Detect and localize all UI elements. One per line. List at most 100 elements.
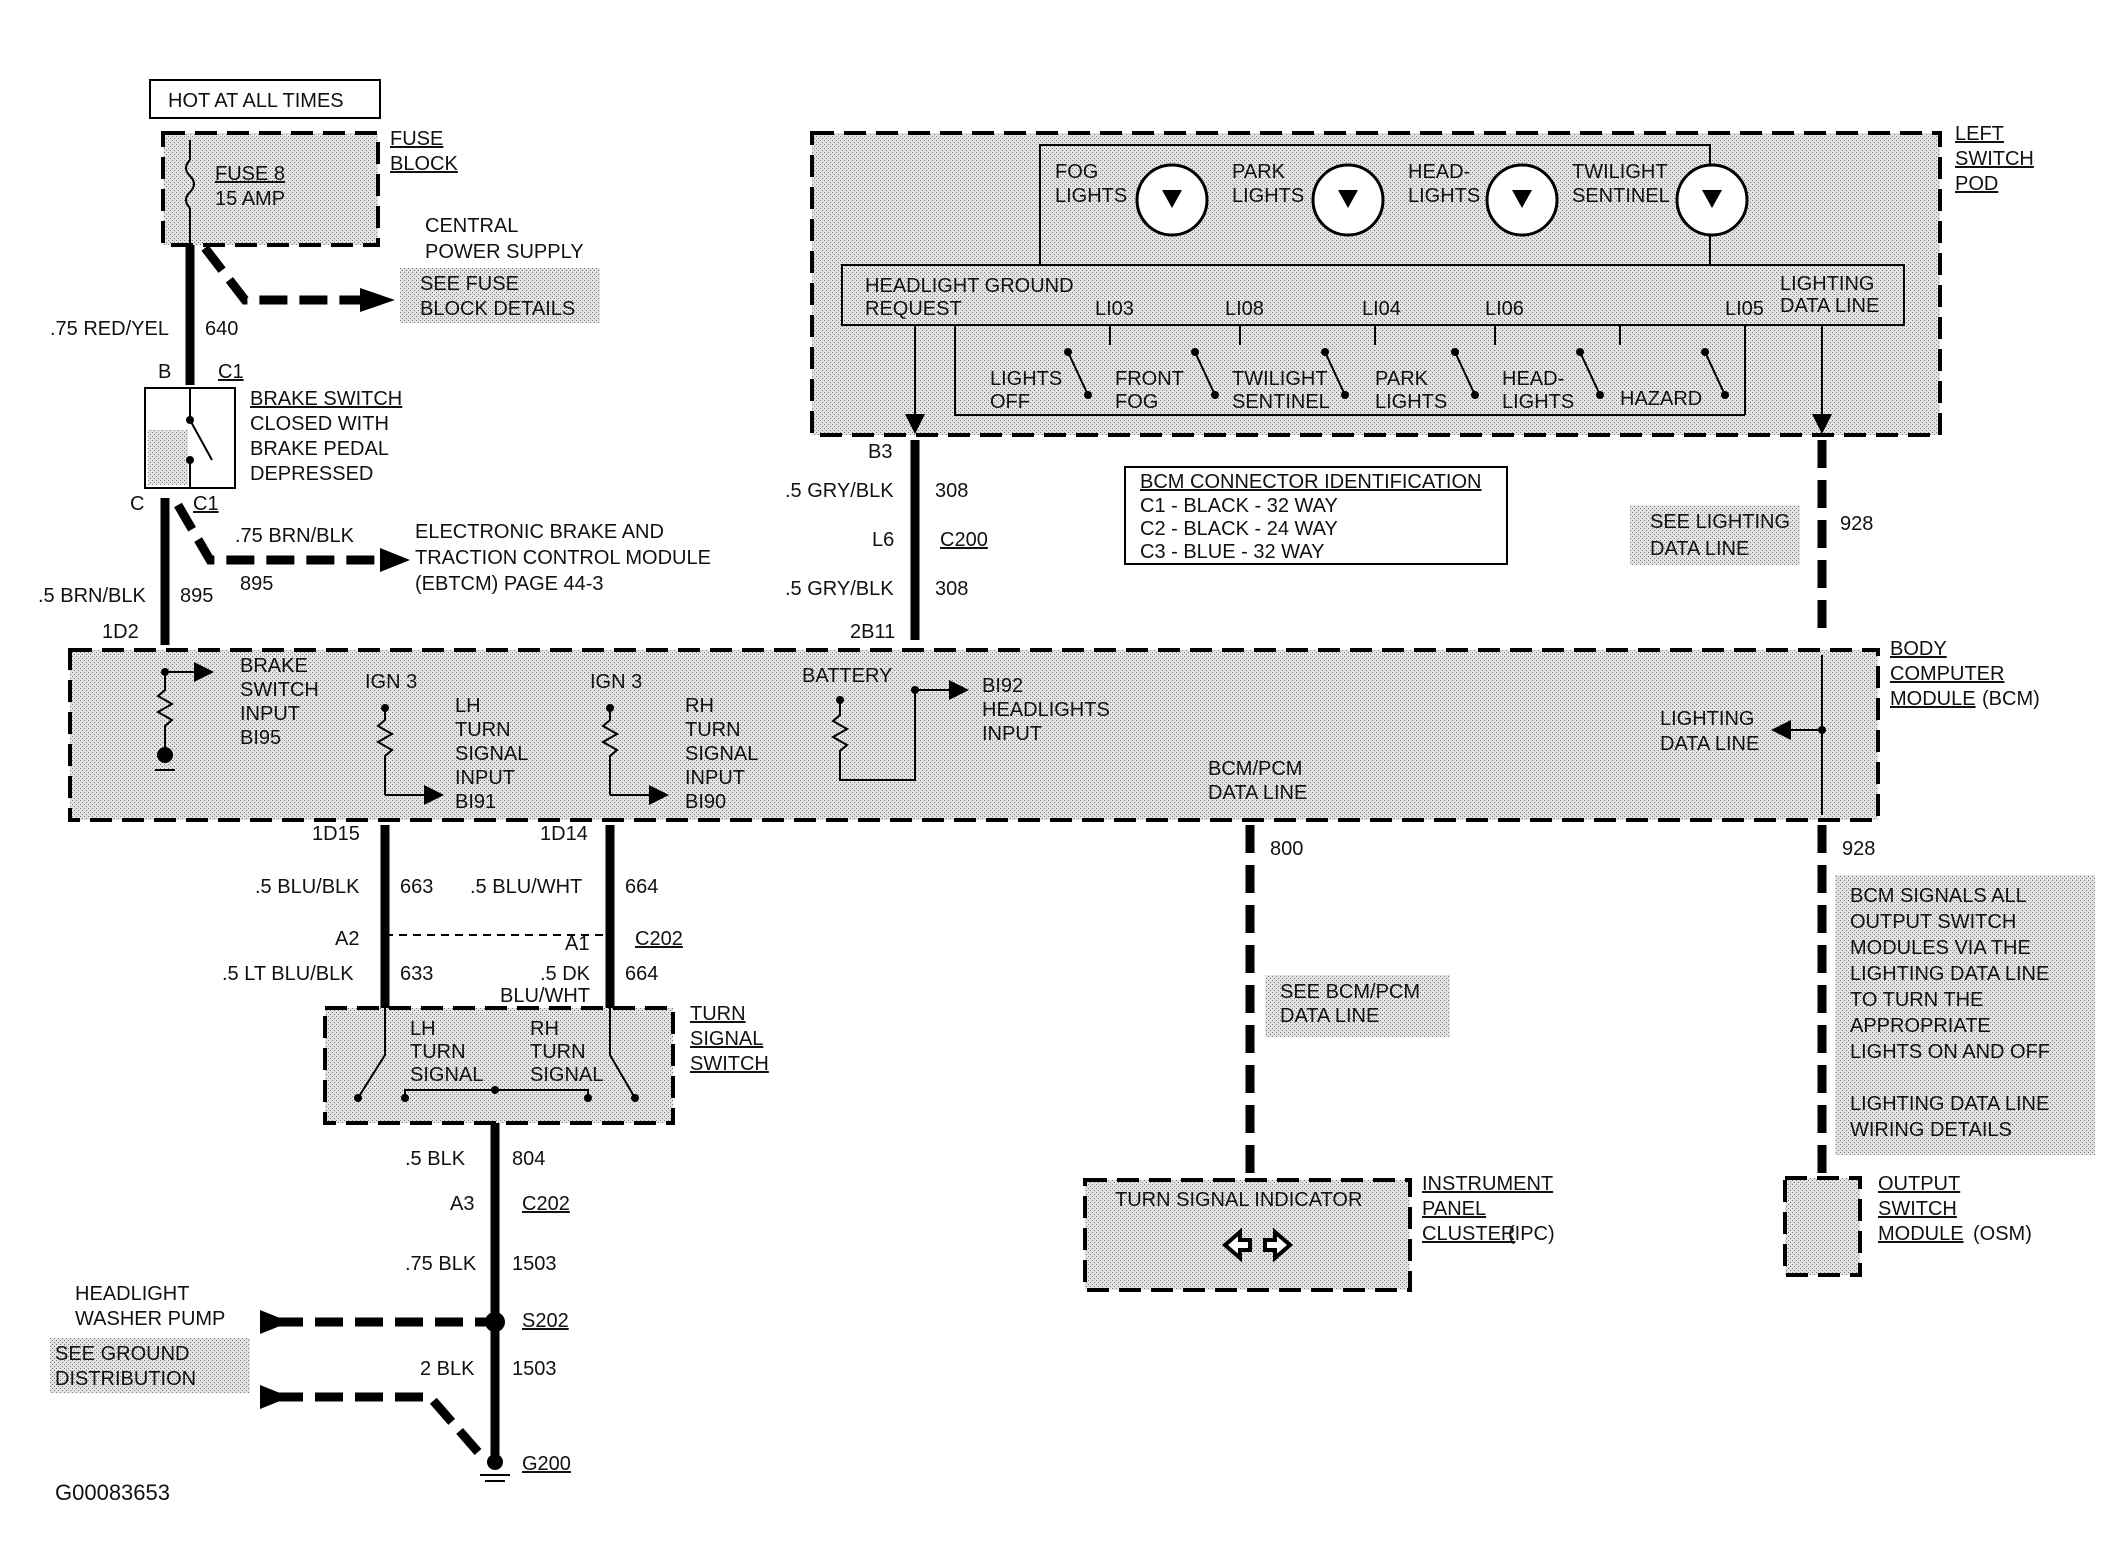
svg-text:HEADLIGHT: HEADLIGHT	[75, 1283, 189, 1305]
svg-text:.5 BLU/BLK: .5 BLU/BLK	[255, 876, 360, 898]
svg-text:DATA LINE: DATA LINE	[1650, 538, 1749, 560]
svg-text:MODULE: MODULE	[1890, 688, 1976, 710]
svg-text:LEFT: LEFT	[1955, 123, 2004, 145]
svg-text:PANEL: PANEL	[1422, 1198, 1486, 1220]
svg-text:B: B	[158, 361, 171, 383]
svg-text:804: 804	[512, 1148, 545, 1170]
headlights-lamp: HEAD- LIGHTS	[1408, 161, 1559, 237]
switch-park-lights: PARK LIGHTS	[1375, 348, 1479, 413]
brake-switch: B C1 BRAKE SWITCH CLOSED WITH BRAKE PEDA…	[130, 361, 402, 515]
svg-text:.5 DK: .5 DK	[540, 963, 591, 985]
svg-text:SWITCH: SWITCH	[240, 679, 319, 701]
switch-lights-off: LIGHTS OFF	[990, 348, 1092, 413]
svg-text:TWILIGHT: TWILIGHT	[1572, 161, 1668, 183]
svg-text:.75 RED/YEL: .75 RED/YEL	[50, 318, 169, 340]
svg-text:SIGNAL: SIGNAL	[530, 1064, 603, 1086]
svg-text:PARK: PARK	[1375, 368, 1429, 390]
svg-text:HEAD-: HEAD-	[1408, 161, 1470, 183]
svg-text:POD: POD	[1955, 173, 1998, 195]
svg-text:LI03: LI03	[1095, 298, 1134, 320]
svg-text:1D14: 1D14	[540, 823, 588, 845]
svg-text:WIRING DETAILS: WIRING DETAILS	[1850, 1119, 2012, 1141]
svg-text:OUTPUT: OUTPUT	[1878, 1173, 1960, 1195]
svg-text:LIGHTS ON AND OFF: LIGHTS ON AND OFF	[1850, 1041, 2050, 1063]
svg-text:LI06: LI06	[1485, 298, 1524, 320]
svg-text:BATTERY: BATTERY	[802, 665, 892, 687]
svg-text:BODY: BODY	[1890, 638, 1947, 660]
svg-text:G200: G200	[522, 1453, 571, 1475]
left-switch-pod: FOG LIGHTS PARK LIGHTS HEAD- LIGHTS TWIL…	[810, 123, 2034, 437]
svg-text:PARK: PARK	[1232, 161, 1286, 183]
svg-text:L6: L6	[872, 529, 894, 551]
svg-text:SIGNAL: SIGNAL	[685, 743, 758, 765]
fuse-block: FUSE 8 15 AMP FUSE BLOCK	[161, 128, 458, 247]
svg-text:C3 - BLUE - 32 WAY: C3 - BLUE - 32 WAY	[1140, 541, 1325, 563]
svg-text:DATA LINE: DATA LINE	[1208, 782, 1307, 804]
fuse-block-label: FUSE	[390, 128, 443, 150]
svg-text:C202: C202	[522, 1193, 570, 1215]
svg-text:LI05: LI05	[1725, 298, 1764, 320]
svg-text:.5 GRY/BLK: .5 GRY/BLK	[785, 480, 894, 502]
instrument-panel-cluster: TURN SIGNAL INDICATOR INSTRUMENT PANEL C…	[1083, 1173, 1555, 1292]
wire-928-lower: 928	[1817, 825, 1875, 1175]
switch-front-fog: FRONT FOG	[1115, 348, 1219, 413]
svg-text:IGN 3: IGN 3	[365, 671, 417, 693]
svg-text:2B11: 2B11	[850, 621, 895, 643]
svg-text:BI95: BI95	[240, 727, 281, 749]
fuse-number: FUSE 8	[215, 163, 285, 185]
svg-text:TURN SIGNAL INDICATOR: TURN SIGNAL INDICATOR	[1115, 1189, 1362, 1211]
body-computer-module: BRAKE SWITCH INPUT BI95 IGN 3 LH TURN SI…	[68, 638, 2040, 822]
svg-text:BRAKE SWITCH: BRAKE SWITCH	[250, 388, 402, 410]
wire-1503: .75 BLK 1503 S202 2 BLK 1503 G200	[405, 1215, 571, 1482]
svg-text:SEE LIGHTING: SEE LIGHTING	[1650, 511, 1790, 533]
svg-text:INPUT: INPUT	[982, 723, 1042, 745]
wire-664: 1D14 .5 BLU/WHT 664 A1 C202 .5 DK BLU/WH…	[470, 823, 683, 1008]
svg-text:BI91: BI91	[455, 791, 496, 813]
svg-text:LIGHTING: LIGHTING	[1660, 708, 1754, 730]
fog-lights-lamp: FOG LIGHTS	[1055, 161, 1209, 237]
svg-text:C: C	[130, 493, 144, 515]
svg-text:(EBTCM) PAGE 44-3: (EBTCM) PAGE 44-3	[415, 573, 604, 595]
wire-663: 1D15 .5 BLU/BLK 663 A2 .5 LT BLU/BLK 633	[222, 823, 433, 1008]
svg-text:SWITCH: SWITCH	[690, 1053, 769, 1075]
svg-text:A3: A3	[450, 1193, 474, 1215]
svg-text:TRACTION CONTROL MODULE: TRACTION CONTROL MODULE	[415, 547, 711, 569]
svg-text:BRAKE: BRAKE	[240, 655, 308, 677]
svg-text:TURN: TURN	[690, 1003, 746, 1025]
svg-text:664: 664	[625, 876, 658, 898]
turn-signal-switch: LH TURN SIGNAL RH TURN SIGNAL TURN SIGNA…	[323, 1003, 769, 1125]
svg-text:.5 LT BLU/BLK: .5 LT BLU/BLK	[222, 963, 354, 985]
fuse-rating: 15 AMP	[215, 188, 285, 210]
svg-text:MODULES VIA THE: MODULES VIA THE	[1850, 937, 2031, 959]
svg-text:928: 928	[1840, 513, 1873, 535]
svg-text:A1: A1	[565, 933, 589, 955]
svg-text:BCM CONNECTOR IDENTIFICATION: BCM CONNECTOR IDENTIFICATION	[1140, 471, 1481, 493]
svg-text:C202: C202	[635, 928, 683, 950]
svg-text:LIGHTING DATA LINE: LIGHTING DATA LINE	[1850, 963, 2049, 985]
svg-text:S202: S202	[522, 1310, 569, 1332]
svg-text:.5 GRY/BLK: .5 GRY/BLK	[785, 578, 894, 600]
svg-text:LIGHTS: LIGHTS	[990, 368, 1062, 390]
svg-text:INPUT: INPUT	[685, 767, 745, 789]
svg-text:.75 BLK: .75 BLK	[405, 1253, 477, 1275]
svg-text:IGN 3: IGN 3	[590, 671, 642, 693]
svg-text:BLU/WHT: BLU/WHT	[500, 985, 590, 1007]
switch-headlights: HEAD- LIGHTS	[1502, 348, 1604, 413]
svg-text:LH: LH	[455, 695, 481, 717]
park-lights-lamp: PARK LIGHTS	[1232, 161, 1385, 237]
svg-text:BCM/PCM: BCM/PCM	[1208, 758, 1302, 780]
svg-text:LH: LH	[410, 1018, 436, 1040]
svg-text:RH: RH	[685, 695, 714, 717]
svg-text:LIGHTS: LIGHTS	[1408, 185, 1480, 207]
svg-text:SEE GROUND: SEE GROUND	[55, 1343, 189, 1365]
ebtcm-branch: .75 BRN/BLK 895 ELECTRONIC BRAKE AND TRA…	[174, 502, 711, 595]
svg-text:928: 928	[1842, 838, 1875, 860]
svg-text:TURN: TURN	[685, 719, 741, 741]
svg-text:SIGNAL: SIGNAL	[455, 743, 528, 765]
svg-text:LIGHTS: LIGHTS	[1232, 185, 1304, 207]
svg-text:(BCM): (BCM)	[1982, 688, 2040, 710]
svg-text:FOG: FOG	[1115, 391, 1158, 413]
svg-text:895: 895	[180, 585, 213, 607]
svg-text:OUTPUT SWITCH: OUTPUT SWITCH	[1850, 911, 2016, 933]
svg-text:MODULE: MODULE	[1878, 1223, 1964, 1245]
